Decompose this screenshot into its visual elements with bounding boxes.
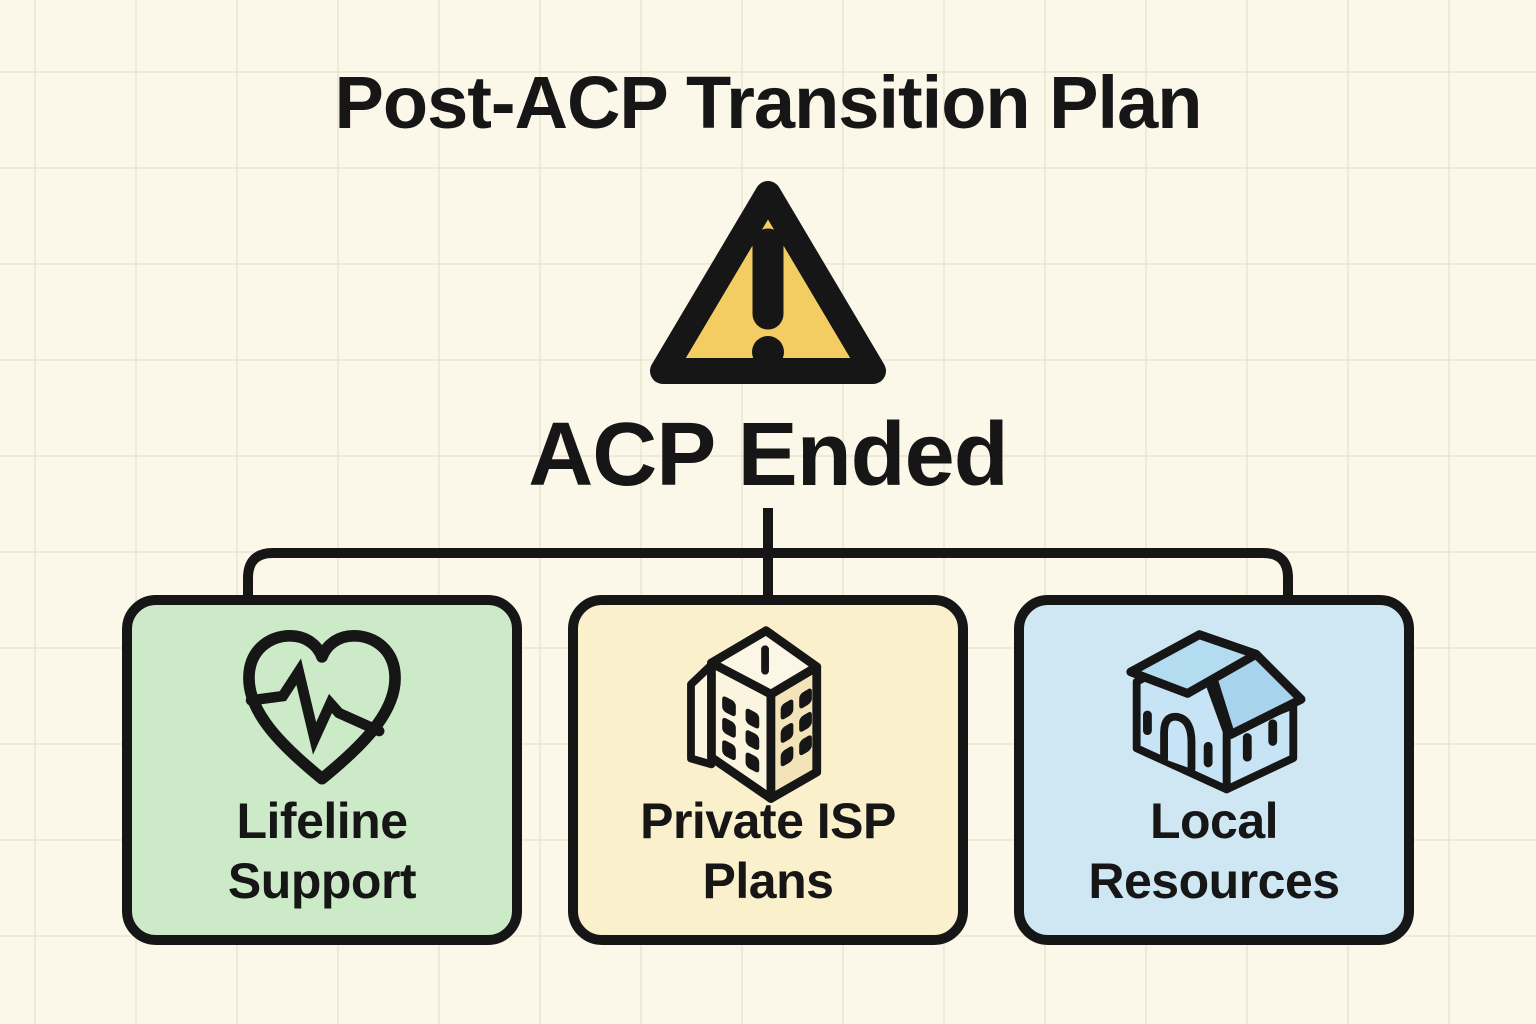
node-label-private-isp-plans: Private ISP Plans — [640, 793, 896, 909]
page-title: Post-ACP Transition Plan — [334, 61, 1203, 144]
heart-pulse-icon — [243, 629, 401, 785]
node-label-lifeline-support: Lifeline Support — [227, 793, 417, 909]
house-roof-left — [1126, 630, 1261, 698]
building-annex — [687, 660, 716, 769]
building-front-windows — [722, 696, 760, 773]
connector-branch-rail — [243, 548, 1293, 596]
exclamation-dot — [752, 336, 784, 368]
node-local-resources: Local Resources — [1014, 595, 1414, 945]
house-door — [1160, 712, 1196, 773]
warning-triangle-svg — [650, 181, 886, 384]
warning-triangle-icon — [633, 168, 903, 406]
node-lifeline-support: Lifeline Support — [122, 595, 522, 945]
root-node-label: ACP Ended — [528, 405, 1008, 505]
house-windows — [1143, 710, 1278, 768]
house-icon — [1126, 630, 1306, 794]
node-label-local-resources: Local Resources — [1088, 793, 1340, 909]
building-icon — [687, 626, 822, 803]
pulse-line — [245, 658, 385, 755]
building-side-windows — [780, 688, 812, 767]
heart-outline — [243, 629, 401, 785]
node-private-isp-plans: Private ISP Plans — [568, 595, 968, 945]
